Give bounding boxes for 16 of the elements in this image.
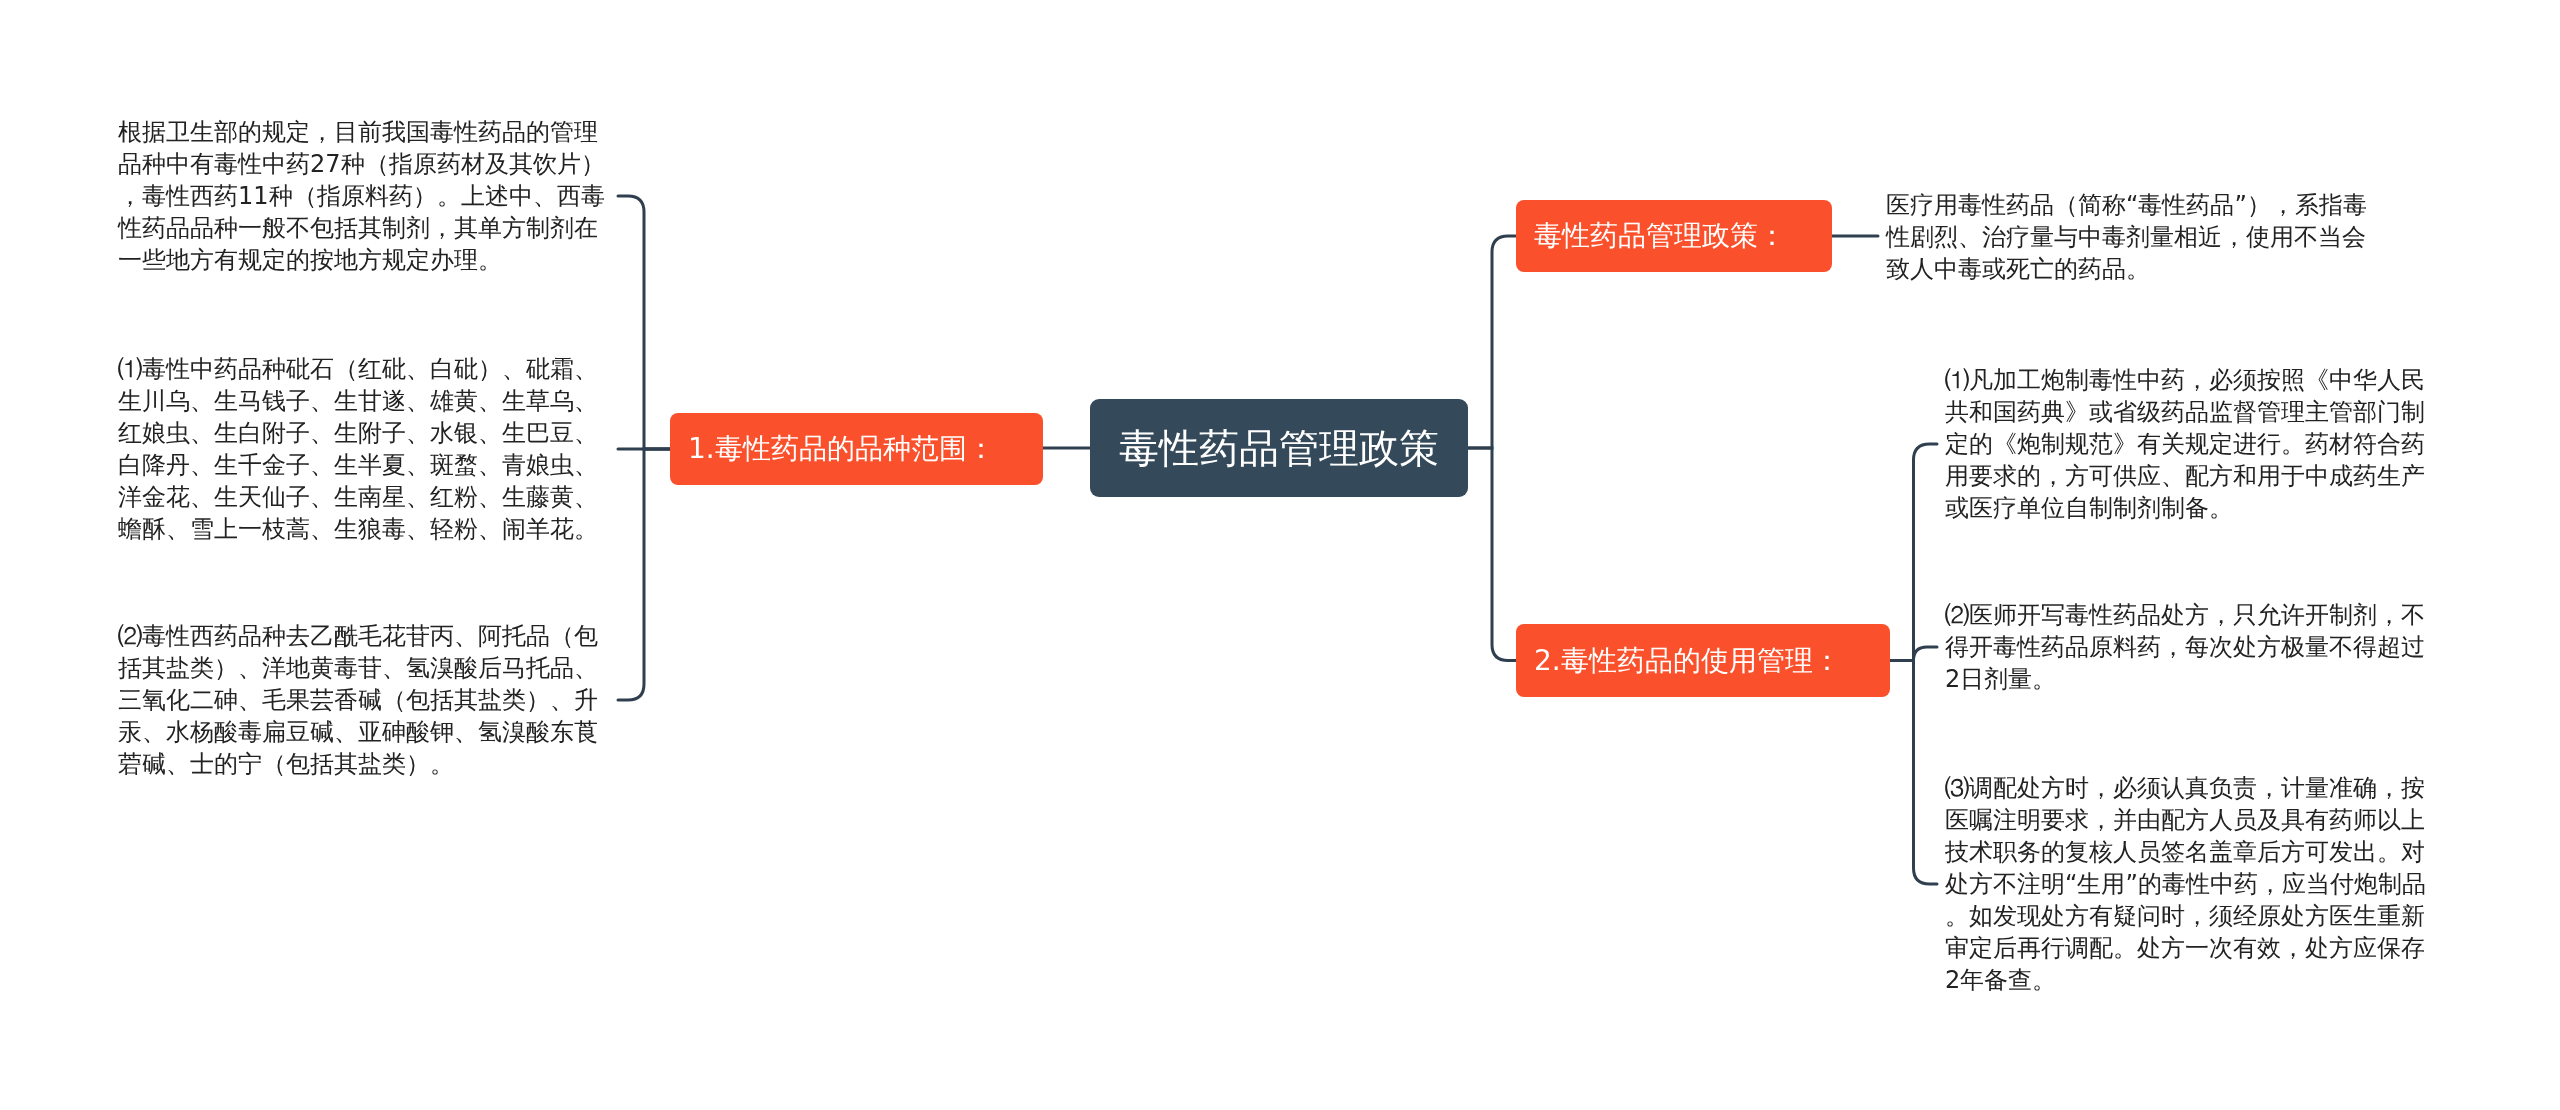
central-topic-box: 毒性药品管理政策 bbox=[1090, 399, 1468, 497]
topic-box: 2.毒性药品的使用管理： bbox=[1516, 624, 1890, 697]
connector-line bbox=[1466, 446, 1518, 662]
note-text: ⑴毒性中药品种砒石（红砒、白砒）、砒霜、生川乌、生马钱子、生甘遂、雄黄、生草乌、红娘虫、生白附子、生附子、水银、生巴豆、白降丹、生千金子、生半夏、斑蝥、青娘虫、洋金花、生天仙子、生南星、红粉、生藤黄、蟾酥、雪上一枝蒿、生狼毒、轻粉、闹羊花。 bbox=[110, 353, 618, 545]
connector-line bbox=[1888, 659, 1939, 886]
connector-line bbox=[1041, 446, 1092, 450]
connector-line bbox=[616, 447, 672, 702]
note-text: 根据卫生部的规定，目前我国毒性药品的管理品种中有毒性中药27种（指原药材及其饮片），毒性西药11种（指原料药）。上述中、西毒性药品品种一般不包括其制剂，其单方制剂在一些地方有规定的按地方规定办理。 bbox=[110, 116, 618, 276]
note-text: ⑵毒性西药品种去乙酰毛花苷丙、阿托品（包括其盐类）、洋地黄毒苷、氢溴酸后马托品、三氧化二砷、毛果芸香碱（包括其盐类）、升汞、水杨酸毒扁豆碱、亚砷酸钾、氢溴酸东莨菪碱、士的宁（包括其盐类）。 bbox=[110, 620, 618, 780]
note-text: 医疗用毒性药品（简称“毒性药品”），系指毒性剧烈、治疗量与中毒剂量相近，使用不当会致人中毒或死亡的药品。 bbox=[1878, 189, 2386, 285]
topic-box: 毒性药品管理政策： bbox=[1516, 200, 1832, 272]
connector-line bbox=[1830, 234, 1880, 238]
note-text: ⑶调配处方时，必须认真负责，计量准确，按医嘱注明要求，并由配方人员及具有药师以上技术职务的复核人员签名盖章后方可发出。对处方不注明“生用”的毒性中药，应当付炮制品。如发现处方有疑问时，须经原处方医生重新审定后再行调配。处方一次有效，处方应保存2年备查。 bbox=[1937, 772, 2445, 996]
note-text: ⑵医师开写毒性药品处方，只允许开制剂，不得开毒性药品原料药，每次处方极量不得超过2日剂量。 bbox=[1937, 599, 2445, 695]
topic-box: 1.毒性药品的品种范围： bbox=[670, 413, 1043, 485]
note-text: ⑴凡加工炮制毒性中药，必须按照《中华人民共和国药典》或省级药品监督管理主管部门制定的《炮制规范》有关规定进行。药材符合药用要求的，方可供应、配方和用于中成药生产或医疗单位自制制剂制备。 bbox=[1937, 364, 2445, 524]
